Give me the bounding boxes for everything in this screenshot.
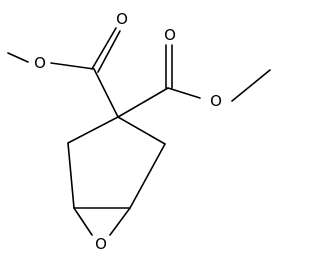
bond-methyl1-ether-o bbox=[7, 52, 29, 63]
bond-c3-c4 bbox=[117, 116, 166, 145]
bond-ether-o1-carbonyl-c1 bbox=[50, 62, 95, 70]
bond-c2-c1 bbox=[67, 142, 75, 209]
bond-ether-o2-methyl2 bbox=[231, 69, 271, 102]
atom-label-ester2-carbonyl-o: O bbox=[164, 26, 176, 44]
bond-carbonyl-c1-o-a bbox=[91, 27, 117, 70]
bond-carbonyl-c2-ether-o2 bbox=[167, 87, 201, 99]
atom-label-ester2-ether-o: O bbox=[210, 92, 222, 110]
chemical-structure: O O O O O bbox=[7, 10, 271, 253]
atom-label-ester1-carbonyl-o: O bbox=[116, 10, 128, 28]
bond-c3-carbonyl-c2 bbox=[117, 87, 169, 118]
bond-carbonyl-c1-c3 bbox=[93, 68, 119, 118]
atom-label-ester1-ether-o: O bbox=[34, 54, 46, 72]
bond-c3-c2 bbox=[67, 116, 119, 144]
bond-c4-c5 bbox=[129, 143, 166, 209]
atom-label-epoxide-o: O bbox=[95, 235, 107, 253]
bond-c1-epoxide-o bbox=[73, 207, 93, 236]
bond-carbonyl-c1-o-b bbox=[97, 30, 121, 73]
bond-c5-epoxide-o bbox=[109, 207, 131, 236]
